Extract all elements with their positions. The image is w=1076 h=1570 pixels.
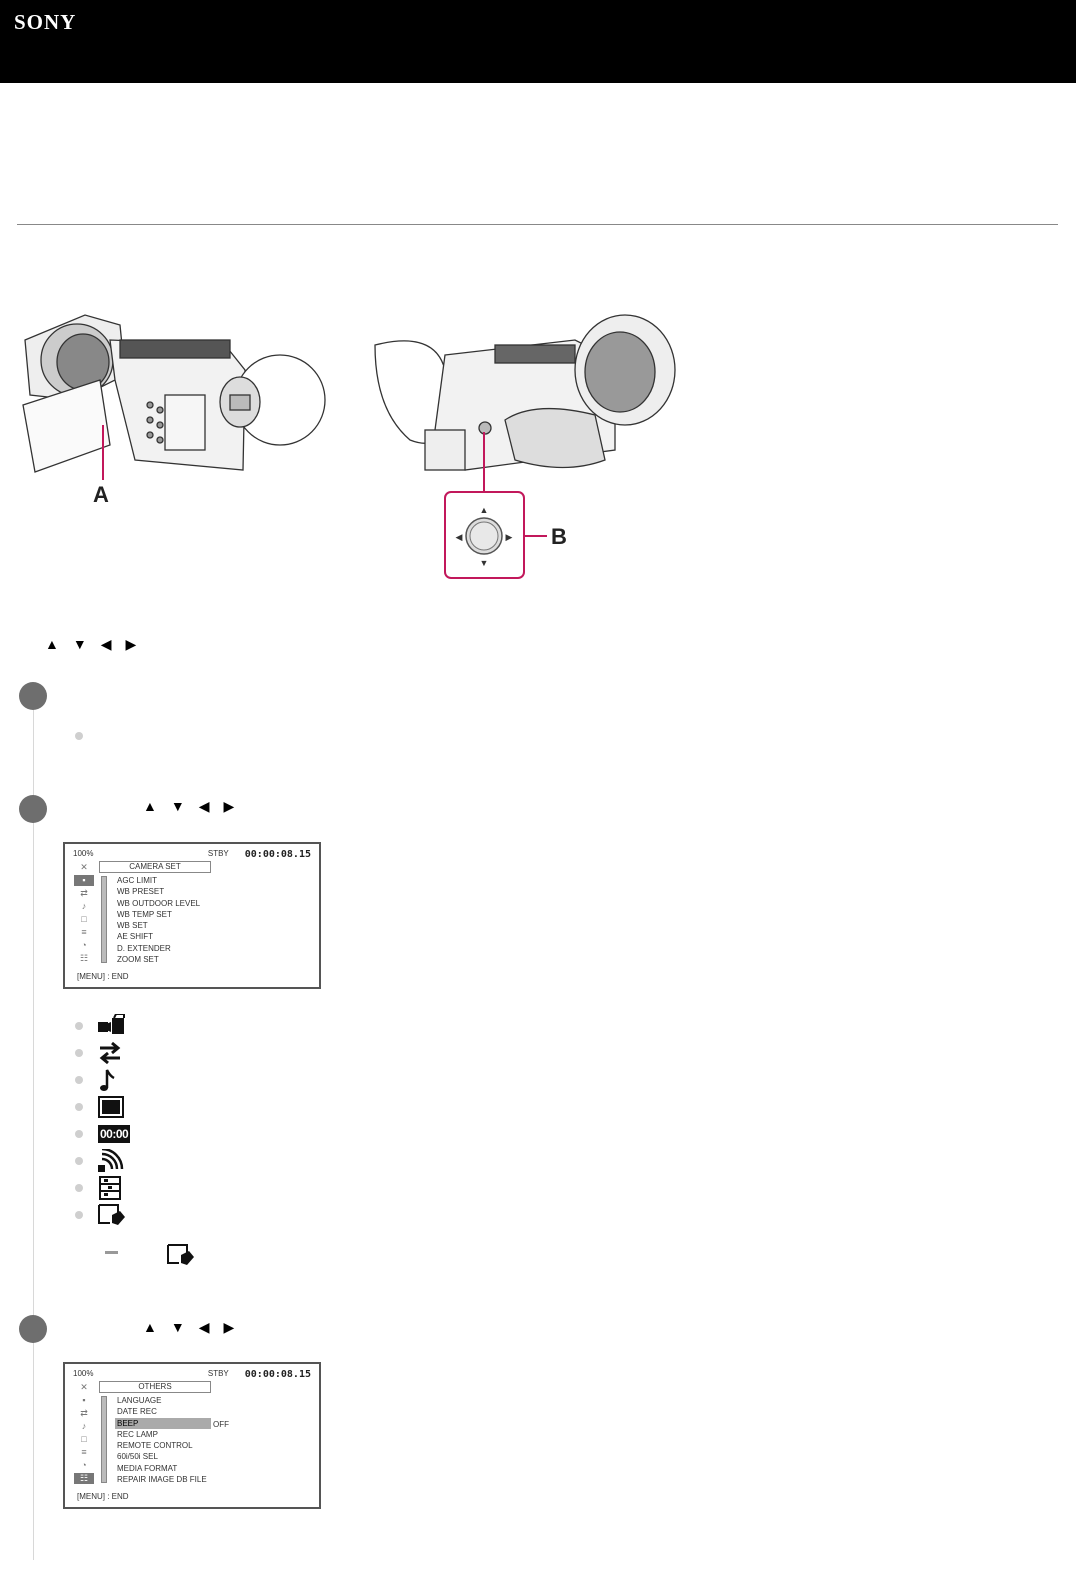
menu-item: REC LAMP [117,1429,158,1439]
timecode: 00:00:08.15 [244,1369,311,1380]
list-item [75,1039,175,1066]
list-item: 00:00 [75,1120,175,1147]
network-set-icon [98,1148,124,1172]
right-arrow-icon: ▶ [223,798,235,814]
menu-item: ZOOM SET [117,955,159,965]
header-bar: SONY [0,0,1076,83]
scrollbar [101,876,107,963]
svg-text:▼: ▼ [480,558,489,568]
menu-item: WB OUTDOOR LEVEL [117,898,201,908]
menu-category-icons: ✕▪⇄♪□≡◔☷ [71,862,97,963]
label-a: A [93,482,109,507]
menu-category-icons: ✕▪⇄♪□≡◔☷ [71,1382,97,1484]
category-header: OTHERS [99,1381,211,1393]
down-arrow-icon: ▼ [72,636,87,652]
step-3-marker [19,1315,47,1343]
others-icon [99,1175,121,1200]
list-item [75,1066,175,1093]
svg-text:▲: ▲ [480,505,489,515]
list-item [75,1174,175,1201]
menu-item: WB SET [117,921,148,931]
camcorder-left-illustration [22,314,326,473]
step-2-arrows: ▲ ▼ ◀ ▶ [143,798,234,815]
list-item [75,1201,175,1228]
camcorder-right-illustration [374,314,676,471]
svg-text:◀: ◀ [456,532,463,542]
menu-item: MEDIA FORMAT [117,1463,178,1473]
step-2-marker [19,795,47,823]
sony-logo: SONY [14,10,77,34]
label-b: B [551,524,567,549]
step-3-arrows: ▲ ▼ ◀ ▶ [143,1319,234,1336]
dash-marker [105,1251,118,1254]
steps-timeline [33,710,34,1560]
svg-text:▶: ▶ [506,532,513,542]
menu-items-list: AGC LIMIT WB PRESET WB OUTDOOR LEVEL WB … [115,875,202,965]
battery-indicator: 100% [73,1369,94,1378]
menu-item: AE SHIFT [117,932,154,942]
tc-ub-set-icon: 00:00 [98,1124,131,1143]
divider [17,224,1058,225]
selected-value: OFF [213,1420,229,1429]
up-arrow-icon: ▲ [45,636,59,652]
up-arrow-icon: ▲ [143,1319,157,1335]
step-1-marker [19,682,47,710]
menu-item: REMOTE CONTROL [117,1441,193,1451]
down-arrow-icon: ▼ [170,798,185,814]
list-item [75,1093,175,1120]
audio-set-icon [100,1068,115,1091]
menu-footer: [MENU] : END [77,1492,129,1501]
menu-screen-camera-set: 100% STBY 00:00:08.15 ✕▪⇄♪□≡◔☷ CAMERA SE… [63,842,321,989]
edit-icon [98,1203,125,1225]
right-arrow-icon: ▶ [223,1319,235,1335]
left-arrow-icon: ◀ [100,636,112,652]
camera-set-icon [98,1013,125,1034]
left-arrow-icon: ◀ [198,1319,210,1335]
battery-indicator: 100% [73,849,94,858]
camcorder-figure: A ▲ ▼ ◀ ▶ B [22,314,676,579]
menu-item: WB TEMP SET [117,909,172,919]
menu-icon-list: 00:00 [75,1012,175,1228]
menu-item: 60i/50i SEL [117,1452,158,1462]
menu-item: AGC LIMIT [117,876,158,885]
menu-item: D. EXTENDER [117,943,171,953]
menu-items-list: LANGUAGE DATE REC BEEP REC LAMP REMOTE C… [115,1395,211,1485]
timecode: 00:00:08.15 [244,849,311,860]
menu-item: REPAIR IMAGE DB FILE [117,1475,207,1485]
menu-item-selected: BEEP [115,1417,211,1429]
menu-footer: [MENU] : END [77,972,129,981]
standby-status: STBY [207,849,229,858]
down-arrow-icon: ▼ [170,1319,185,1335]
list-item [75,1012,175,1039]
up-arrow-icon: ▲ [143,798,157,814]
scrollbar [101,1396,107,1483]
edit-icon [167,1244,194,1265]
category-header: CAMERA SET [99,861,211,873]
menu-item: LANGUAGE [117,1396,162,1405]
left-arrow-icon: ◀ [198,798,210,814]
menu-screen-others: 100% STBY 00:00:08.15 ✕▪⇄♪□≡◔☷ OTHERS LA… [63,1362,321,1509]
standby-status: STBY [207,1369,229,1378]
menu-item: WB PRESET [117,887,165,897]
rec-out-set-icon [99,1041,121,1064]
step-1-bullet [75,732,83,740]
display-set-icon [98,1095,124,1118]
arrow-buttons-row: ▲ ▼ ◀ ▶ [45,636,136,653]
right-arrow-icon: ▶ [125,636,137,652]
list-item [75,1147,175,1174]
menu-item: DATE REC [117,1407,157,1417]
